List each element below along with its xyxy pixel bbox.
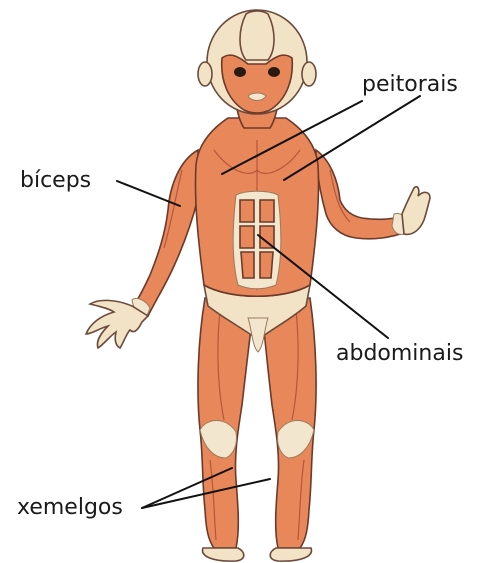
right-hand: [402, 187, 430, 235]
left-eye: [234, 67, 246, 77]
label-peitorais: peitorais: [362, 72, 458, 97]
right-eye: [268, 67, 280, 77]
label-biceps: bíceps: [20, 168, 91, 193]
label-xemelgos: xemelgos: [17, 495, 123, 520]
label-abdominais: abdominais: [336, 341, 463, 366]
left-arm: [86, 150, 198, 348]
right-arm: [316, 150, 430, 239]
head: [198, 10, 316, 114]
right-leg: [262, 298, 316, 561]
left-leg: [198, 298, 254, 561]
